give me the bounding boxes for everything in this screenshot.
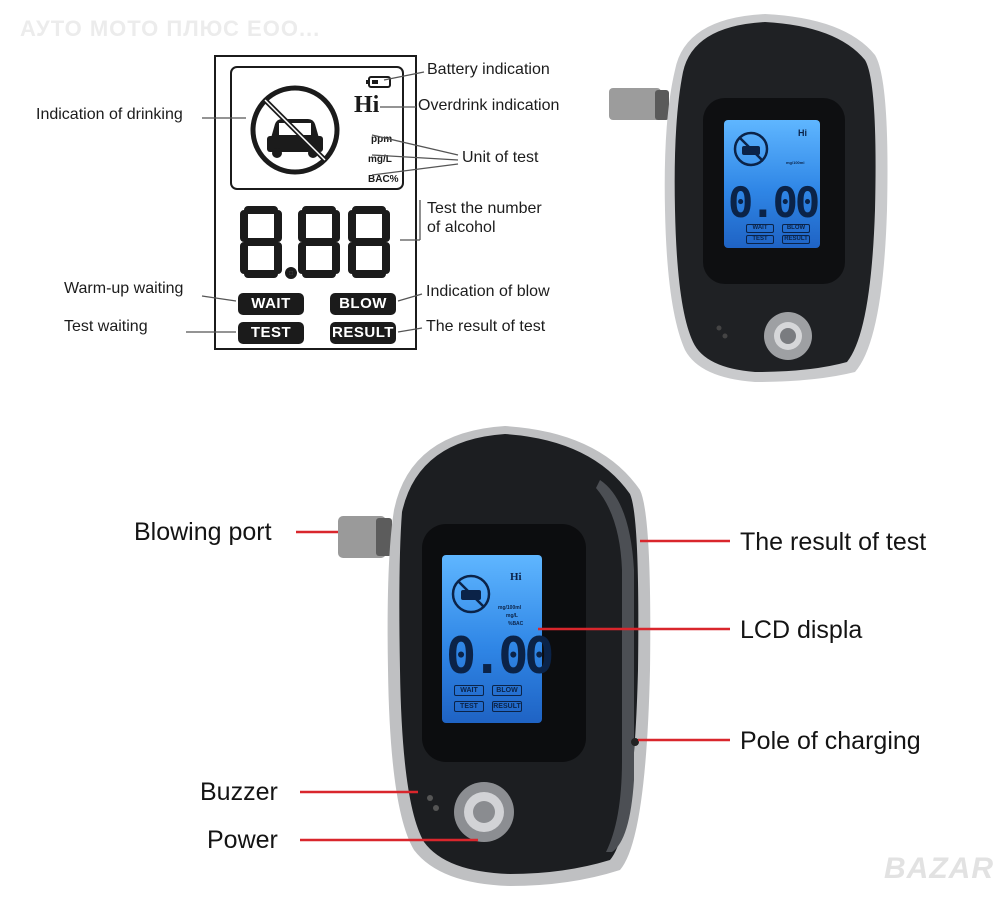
large-screen-no-driving-icon <box>451 574 491 614</box>
test-number-label-line2: of alcohol <box>427 219 496 236</box>
overdrink-hi-text: Hi <box>354 92 380 118</box>
test-indicator: TEST <box>238 322 304 344</box>
small-device-screen: Hi mg/100ml 0.00 WAIT BLOW TEST RESULT <box>724 120 820 248</box>
indication-of-blow-label: Indication of blow <box>426 283 550 300</box>
lcd-display-label: LCD displa <box>740 616 863 644</box>
wait-indicator: WAIT <box>238 293 304 315</box>
lcd-diagram: Hi ppm mg/L BAC% WAIT BLOW TEST RESULT <box>214 55 417 350</box>
large-screen-result: RESULT <box>492 701 522 712</box>
blowing-port-label: Blowing port <box>134 518 272 546</box>
indication-of-drinking-label: Indication of drinking <box>36 106 183 123</box>
warm-up-waiting-label: Warm-up waiting <box>64 280 184 297</box>
power-label: Power <box>207 826 278 854</box>
small-screen-digits: 0.00 <box>728 178 820 227</box>
unit-ppm: ppm <box>371 134 393 145</box>
large-screen-units2: mg/L <box>506 613 518 619</box>
unit-mg-l: mg/L <box>368 154 392 165</box>
large-screen-units3: %BAC <box>508 621 524 627</box>
small-screen-test: TEST <box>746 235 774 244</box>
overdrink-indication-label: Overdrink indication <box>418 97 560 114</box>
small-screen-units: mg/100ml <box>786 160 805 165</box>
buzzer-label: Buzzer <box>200 778 278 806</box>
test-number-label-line1: Test the number <box>427 200 542 217</box>
no-driving-icon <box>250 85 340 175</box>
result-of-test-device-label: The result of test <box>740 528 927 556</box>
battery-indication-label: Battery indication <box>427 61 550 78</box>
large-screen-wait: WAIT <box>454 685 484 696</box>
small-screen-hi: Hi <box>798 128 807 138</box>
small-screen-result: RESULT <box>782 235 810 244</box>
large-device-screen: Hi mg/100ml mg/L %BAC 0.00 WAIT BLOW TES… <box>442 555 554 723</box>
large-screen-hi: Hi <box>510 571 522 583</box>
unit-bac: BAC% <box>368 174 399 185</box>
large-screen-digits: 0.00 <box>446 627 554 685</box>
result-of-test-label: The result of test <box>426 318 546 335</box>
watermark-text: АУТО МОТО ПЛЮС ЕОО... <box>20 16 321 41</box>
lcd-indicator-area: Hi ppm mg/L BAC% <box>230 66 404 190</box>
large-screen-test: TEST <box>454 701 484 712</box>
large-screen-units: mg/100ml <box>498 605 522 611</box>
battery-icon <box>366 76 391 88</box>
blow-indicator: BLOW <box>330 293 396 315</box>
large-screen-blow: BLOW <box>492 685 522 696</box>
bazar-logo: BAZAR <box>884 852 994 885</box>
test-waiting-label: Test waiting <box>64 318 148 335</box>
seven-segment-digits <box>240 206 390 279</box>
unit-of-test-label: Unit of test <box>462 149 539 166</box>
small-screen-blow: BLOW <box>782 224 810 233</box>
small-screen-no-driving-icon <box>733 131 769 167</box>
pole-of-charging-label: Pole of charging <box>740 727 921 755</box>
result-indicator: RESULT <box>330 322 396 344</box>
small-screen-wait: WAIT <box>746 224 774 233</box>
